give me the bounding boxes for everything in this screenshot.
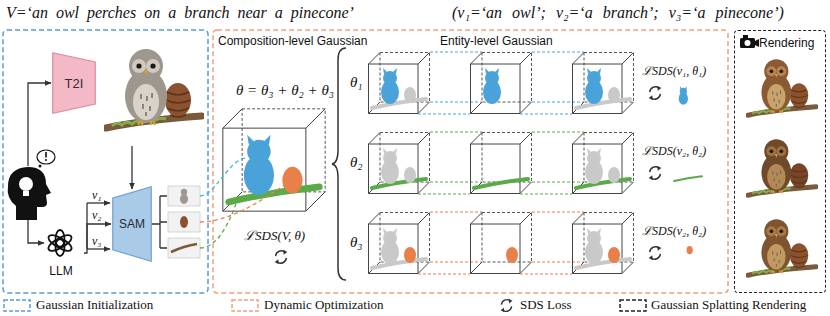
node-text: T2I xyxy=(65,76,84,91)
entity-tag: v₃ xyxy=(92,234,102,249)
llm-logo xyxy=(46,230,73,256)
entity-row xyxy=(369,52,702,114)
mask-bracket xyxy=(152,196,160,248)
prompt-arrow xyxy=(28,83,51,166)
sds-icon xyxy=(275,250,288,264)
prompt-text: V=‘an owl perches on a branch near a pin… xyxy=(6,4,354,22)
trapezoid xyxy=(53,53,96,114)
parameter-name: θ₂ xyxy=(350,154,363,171)
init-region xyxy=(3,30,208,293)
node-text: LLM xyxy=(49,264,72,278)
image-arrow xyxy=(131,146,132,189)
generated-image xyxy=(106,49,202,128)
entity-tag: v₁ xyxy=(92,188,102,203)
rendering-panel: Rendering xyxy=(734,30,826,293)
rendered-view xyxy=(748,59,816,115)
section-title: Composition-level Gaussian xyxy=(218,34,367,48)
entity-row xyxy=(369,212,698,274)
legend-text: SDS Loss xyxy=(520,297,572,313)
user-idea-icon xyxy=(8,150,55,220)
parameter-formula: θ = θ₃ + θ₂ + θ₃ xyxy=(236,82,334,99)
optimization-region xyxy=(213,30,728,293)
legend-text: Gaussian Splatting Rendering xyxy=(651,297,806,313)
legend-sample xyxy=(4,300,30,311)
init-link xyxy=(200,158,246,196)
legend-text: Dynamic Optimization xyxy=(264,297,384,313)
rendered-view xyxy=(748,219,816,275)
sam-model: SAM xyxy=(112,186,152,262)
entity-prompts: (v₁=‘an owl’; v₂=‘a branch’; v₃=‘a pinec… xyxy=(452,4,784,22)
composition-cube xyxy=(223,109,325,211)
legend-sample xyxy=(232,300,258,311)
loss-term: ℒSDS(V, θ) xyxy=(244,226,305,244)
entity-arrow xyxy=(87,248,110,249)
connector xyxy=(84,224,111,253)
loss-term: ℒSDS(v₁, θ₁) xyxy=(642,62,706,79)
rendered-view xyxy=(748,139,816,195)
prompt-arrow xyxy=(28,220,44,243)
legend-sample xyxy=(501,299,513,313)
legend-text: Gaussian Initialization xyxy=(36,297,153,313)
t2i-model: T2I xyxy=(52,52,96,114)
loss-term: ℒSDS(v₂, θ₂) xyxy=(642,222,706,239)
entity-tag: v₂ xyxy=(92,208,102,223)
mask-crops xyxy=(168,186,200,258)
entity-row xyxy=(369,132,702,194)
trapezoid xyxy=(113,187,152,262)
loss-term: ℒSDS(v₂, θ₂) xyxy=(642,142,706,159)
node-text: Rendering xyxy=(759,36,814,50)
node-text: SAM xyxy=(119,217,145,231)
init-link xyxy=(200,184,286,222)
section-title: Entity-level Gaussian xyxy=(440,34,553,48)
parameter-name: θ₃ xyxy=(350,234,363,251)
entity-brace xyxy=(332,48,346,280)
mask-ticks xyxy=(160,196,167,248)
entity-arrow xyxy=(87,202,110,203)
init-link xyxy=(200,204,236,248)
legend-sample xyxy=(620,300,646,311)
parameter-name: θ₁ xyxy=(350,74,363,91)
llm-block: LLM xyxy=(38,228,84,278)
camera-icon xyxy=(740,35,759,48)
